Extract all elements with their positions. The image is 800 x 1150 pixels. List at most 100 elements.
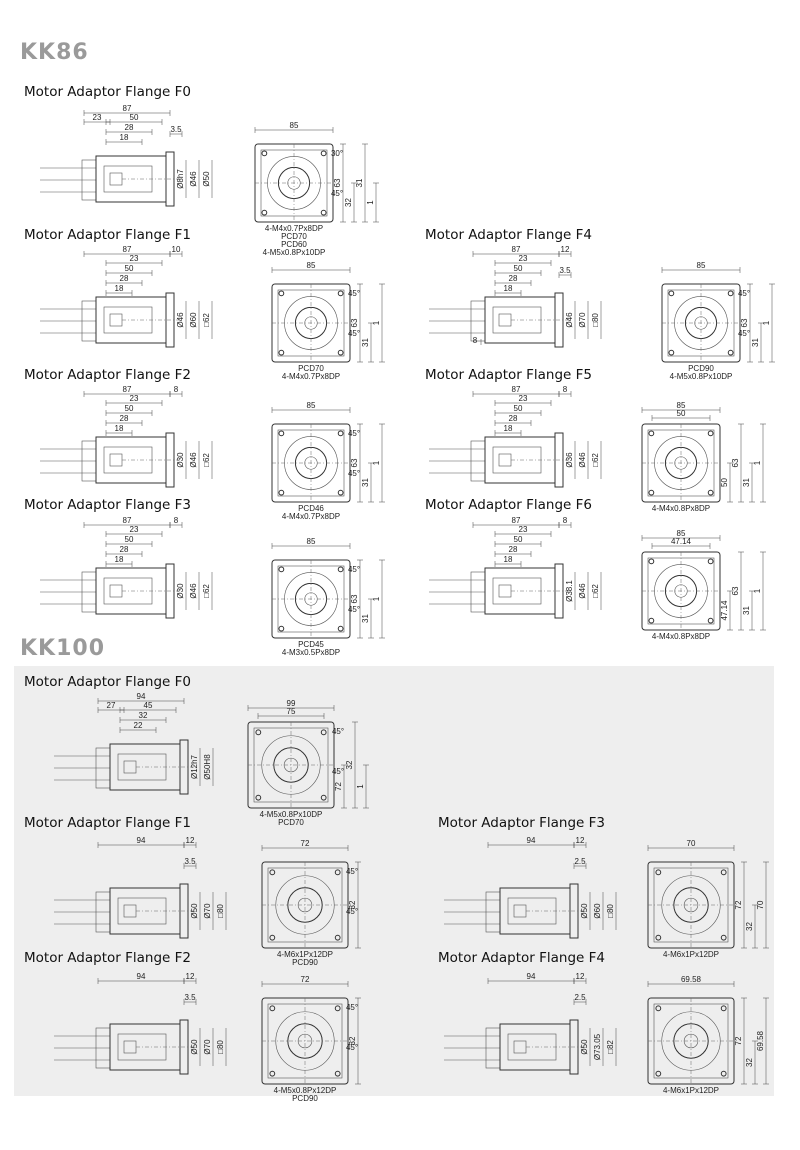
angle-label: 45° (348, 289, 360, 298)
dimension-label: 18 (504, 284, 513, 293)
flange-title: Motor Adaptor Flange F6 (425, 497, 592, 513)
dimension-label: 50 (514, 404, 523, 413)
dimension-label: 23 (130, 525, 139, 534)
diameter-label: Ø46 (189, 583, 198, 599)
dimension-label: 63 (350, 318, 359, 327)
diameter-label: Ø46 (189, 171, 198, 187)
dimension-label: 45 (144, 701, 153, 710)
flange-title: Motor Adaptor Flange F0 (24, 84, 191, 100)
dimension-label: 18 (115, 424, 124, 433)
dimension-label: 3.5 (170, 125, 182, 134)
callout-label: PCD45 (298, 640, 324, 649)
diameter-label: Ø46 (578, 452, 587, 468)
dimension-label: 23 (130, 254, 139, 263)
angle-label: 45° (346, 1003, 358, 1012)
angle-label: 30° (331, 149, 343, 158)
dimension-label: 31 (361, 614, 370, 623)
dimension-label: 72 (301, 975, 310, 984)
angle-label: 45° (331, 189, 343, 198)
callout-label: 4-M6x1Px12DP (663, 1086, 719, 1095)
angle-label: 45° (738, 329, 750, 338)
dimension-label: 31 (742, 606, 751, 615)
dimension-label: 94 (527, 972, 536, 981)
callout-label: PCD46 (298, 504, 324, 513)
dimension-label: 12 (186, 836, 195, 845)
angle-label: 45° (348, 605, 360, 614)
dimension-label: 28 (120, 414, 129, 423)
dimension-label: 27 (107, 701, 116, 710)
dimension-label: 50 (125, 535, 134, 544)
series-title-kk86: KK86 (20, 40, 89, 65)
flange-title: Motor Adaptor Flange F5 (425, 367, 592, 383)
diameter-label: □80 (606, 904, 615, 918)
dimension-label: 99 (287, 699, 296, 708)
diameter-label: Ø60 (189, 312, 198, 328)
callout-label: PCD90 (688, 364, 714, 373)
callout-label: 4-M5x0.8Px10DP (260, 810, 323, 819)
callout-label: 4-M5x0.8Px10DP (670, 372, 733, 381)
dimension-label: 50 (514, 264, 523, 273)
diameter-label: Ø46 (565, 312, 574, 328)
callout-label: 4-M4x0.7Px8DP (265, 224, 323, 233)
callout-label: PCD70 (298, 364, 324, 373)
dimension-label: 10 (172, 245, 181, 254)
dimension-label: 87 (123, 516, 132, 525)
dimension-label: 87 (512, 516, 521, 525)
angle-label: 45° (346, 1043, 358, 1052)
dimension-label: 18 (504, 555, 513, 564)
diameter-label: Ø12h7 (190, 754, 199, 779)
dimension-label: 75 (287, 707, 296, 716)
dimension-label: 94 (527, 836, 536, 845)
diameter-label: Ø60 (593, 903, 602, 919)
dimension-label: 87 (123, 245, 132, 254)
dimension-label: 85 (677, 529, 686, 538)
dimension-label: 72 (301, 839, 310, 848)
dimension-label: 31 (361, 478, 370, 487)
dimension-label: 28 (120, 545, 129, 554)
dimension-label: 28 (509, 545, 518, 554)
dimension-label: 8 (174, 385, 179, 394)
dimension-label: 85 (307, 537, 316, 546)
callout-label: 4-M4x0.7Px8DP (282, 512, 340, 521)
dimension-label: 1 (366, 200, 375, 205)
flange-title: Motor Adaptor Flange F2 (24, 950, 191, 966)
dimension-label: 69.58 (756, 1030, 765, 1051)
diameter-label: □80 (216, 904, 225, 918)
dimension-label: 87 (123, 104, 132, 113)
angle-label: 45° (332, 727, 344, 736)
dimension-label: 3.5 (184, 857, 196, 866)
dimension-label: 47.14 (671, 537, 692, 546)
angle-label: 45° (346, 907, 358, 916)
front-view-svg: 8563323114-M4x0.7Px8DPPCD70PCD604-M5x0.8… (254, 121, 379, 257)
diameter-label: □62 (202, 313, 211, 327)
dimension-label: 87 (512, 245, 521, 254)
callout-label: PCD70 (278, 818, 304, 827)
dimension-label: 1 (372, 460, 381, 465)
flange-title: Motor Adaptor Flange F1 (24, 227, 191, 243)
dimension-label: 72 (334, 782, 343, 791)
diameter-label: Ø50 (580, 1039, 589, 1055)
